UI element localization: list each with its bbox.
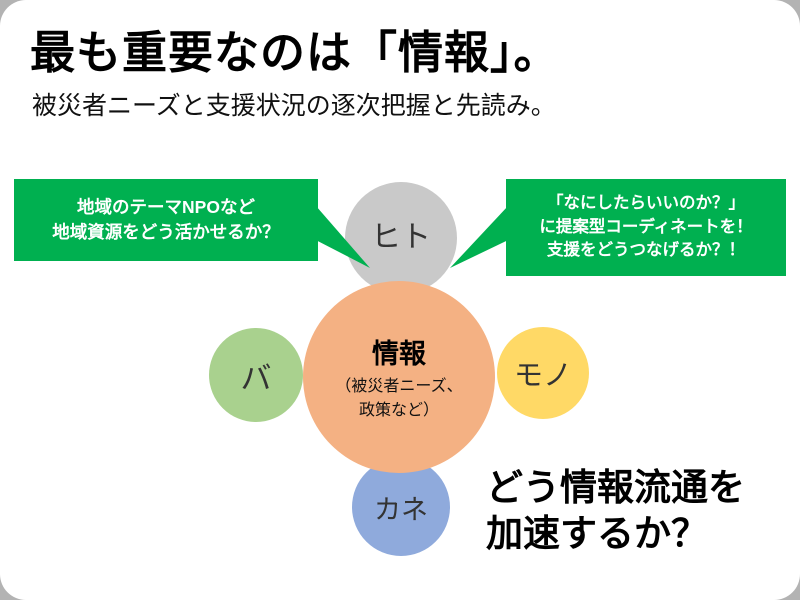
left-callout: 地域のテーマNPOなど 地域資源をどう活かせるか？ xyxy=(14,179,318,261)
left-callout-line-1: 地域のテーマNPOなど xyxy=(77,196,255,217)
bottom-question-line-2: 加速するか？ xyxy=(486,514,708,556)
node-kane-circle: カネ xyxy=(352,458,450,556)
left-callout-line-2: 地域資源をどう活かせるか？ xyxy=(52,222,280,242)
center-label: 情報 xyxy=(372,338,426,369)
right-callout-text: 「なにしたらいいのか？」 に提案型コーディネートを！ 支援をどうつなげるか？！ xyxy=(539,192,752,264)
center-sub-line-2: 政策など） xyxy=(358,401,439,419)
right-callout-line-1: 「なにしたらいいのか？」 xyxy=(546,193,745,212)
slide-subtitle: 被災者ニーズと支援状況の逐次把握と先読み。 xyxy=(32,93,556,120)
center-sub-line-1: （被災者ニーズ、 xyxy=(335,377,463,395)
bottom-question-line-1: どう情報流通を xyxy=(486,468,745,509)
bottom-question: どう情報流通を 加速するか？ xyxy=(486,466,745,559)
left-callout-text: 地域のテーマNPOなど 地域資源をどう活かせるか？ xyxy=(52,195,280,246)
node-hito-label: ヒト xyxy=(371,221,431,254)
right-callout-line-3: 支援をどうつなげるか？！ xyxy=(546,241,745,260)
node-kane-label: カネ xyxy=(374,494,428,525)
node-hito-circle: ヒト xyxy=(345,182,457,294)
node-ba-label: バ xyxy=(240,360,272,396)
node-mono-circle: モノ xyxy=(497,327,589,419)
node-ba-circle: バ xyxy=(209,328,303,422)
center-circle: 情報 （被災者ニーズ、 政策など） xyxy=(303,281,495,473)
right-callout-line-2: に提案型コーディネートを！ xyxy=(539,217,753,236)
right-callout-pointer-icon xyxy=(450,206,508,268)
center-sublabel: （被災者ニーズ、 政策など） xyxy=(335,375,462,423)
right-callout: 「なにしたらいいのか？」 に提案型コーディネートを！ 支援をどうつなげるか？！ xyxy=(506,179,786,276)
node-mono-label: モノ xyxy=(513,360,572,392)
slide-title: 最も重要なのは「情報」。 xyxy=(30,28,560,78)
